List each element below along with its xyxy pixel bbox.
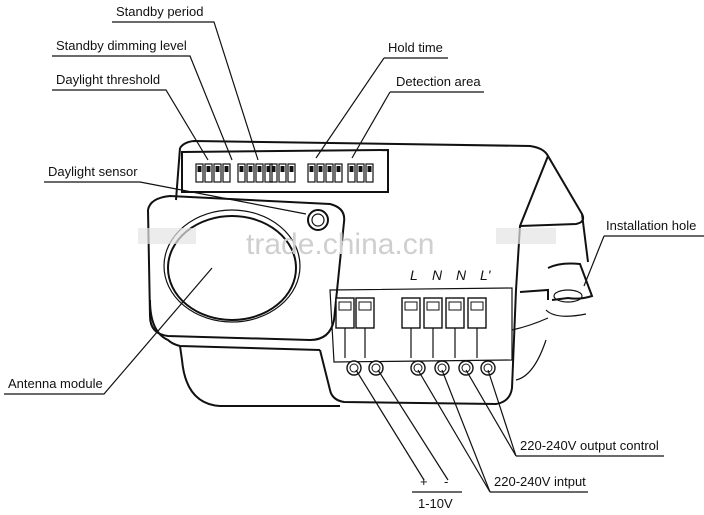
terminal-screw-head (461, 363, 471, 373)
terminal-label-2: N (432, 267, 443, 283)
label-detection-area: Detection area (396, 74, 481, 89)
dip-switch-toggle (358, 166, 363, 172)
dip-switch (325, 163, 334, 183)
dip-switch (222, 163, 231, 183)
antenna-module-housing (146, 194, 346, 342)
terminal-slot (470, 301, 484, 311)
label-output-control: 220-240V output control (520, 438, 659, 453)
terminal-block (329, 287, 513, 376)
label-plus: + (420, 474, 428, 489)
dip-switch-toggle (239, 166, 244, 172)
label-daylight-sensor: Daylight sensor (48, 164, 138, 179)
dip-switch (365, 163, 374, 183)
terminal-slot (404, 301, 418, 311)
dip-switch (356, 163, 365, 183)
terminal-screw (434, 360, 450, 376)
terminal-screw (346, 360, 362, 376)
terminal-label-1: L (410, 267, 418, 283)
terminal-screw-head (371, 363, 381, 373)
dip-switch-toggle (318, 166, 323, 172)
dip-switch (278, 163, 287, 183)
dip-switch (307, 163, 316, 183)
dip-switch-toggle (215, 166, 220, 172)
terminal-screw (368, 360, 384, 376)
terminal-label-4: L' (480, 267, 492, 283)
dip-switch (246, 163, 255, 183)
dip-switch (237, 163, 246, 183)
dip-switch (269, 163, 278, 183)
dip-switch-toggle (349, 166, 354, 172)
label-standby-dimming-level: Standby dimming level (56, 38, 187, 53)
label-antenna-module: Antenna module (8, 376, 103, 391)
dip-switch-toggle (248, 166, 253, 172)
label-daylight-threshold: Daylight threshold (56, 72, 160, 87)
device-housing (149, 139, 594, 407)
daylight-sensor-lens (307, 209, 329, 231)
dip-switch (287, 163, 296, 183)
dip-switch-panel (181, 148, 389, 193)
terminal-screw (480, 360, 496, 376)
terminal-screw (410, 360, 426, 376)
dip-switch-toggle (367, 166, 372, 172)
label-standby-period: Standby period (116, 4, 203, 19)
terminal-slot (338, 301, 352, 311)
dip-switch (347, 163, 356, 183)
terminal-label-3: N (456, 267, 467, 283)
dip-switch-toggle (224, 166, 229, 172)
dip-switch-toggle (336, 166, 341, 172)
terminal-screw-head (413, 363, 423, 373)
dip-switch (195, 163, 204, 183)
watermark-text: trade.china.cn (246, 228, 434, 261)
terminal-screw-head (437, 363, 447, 373)
terminal-screw-head (483, 363, 493, 373)
dip-switch (264, 163, 273, 183)
label-hold-time: Hold time (388, 40, 443, 55)
dip-switch-toggle (257, 166, 262, 172)
label-minus: - (444, 474, 448, 489)
dip-switch-toggle (266, 166, 271, 172)
label-dimming-range: 1-10V (418, 496, 453, 511)
dip-switch (255, 163, 264, 183)
dip-switch-toggle (309, 166, 314, 172)
dip-switch (213, 163, 222, 183)
dip-switch (204, 163, 213, 183)
dip-switch-toggle (271, 166, 276, 172)
dip-switch-toggle (289, 166, 294, 172)
dip-switch-toggle (206, 166, 211, 172)
dip-switch-toggle (197, 166, 202, 172)
label-installation-hole: Installation hole (606, 218, 696, 233)
dip-switch-toggle (280, 166, 285, 172)
dip-switch (316, 163, 325, 183)
terminal-screw-head (349, 363, 359, 373)
terminal-screw (458, 360, 474, 376)
dip-switch-toggle (327, 166, 332, 172)
dip-switch (334, 163, 343, 183)
terminal-slot (448, 301, 462, 311)
terminal-slot (426, 301, 440, 311)
label-input: 220-240V intput (494, 474, 586, 489)
terminal-slot (358, 301, 372, 311)
